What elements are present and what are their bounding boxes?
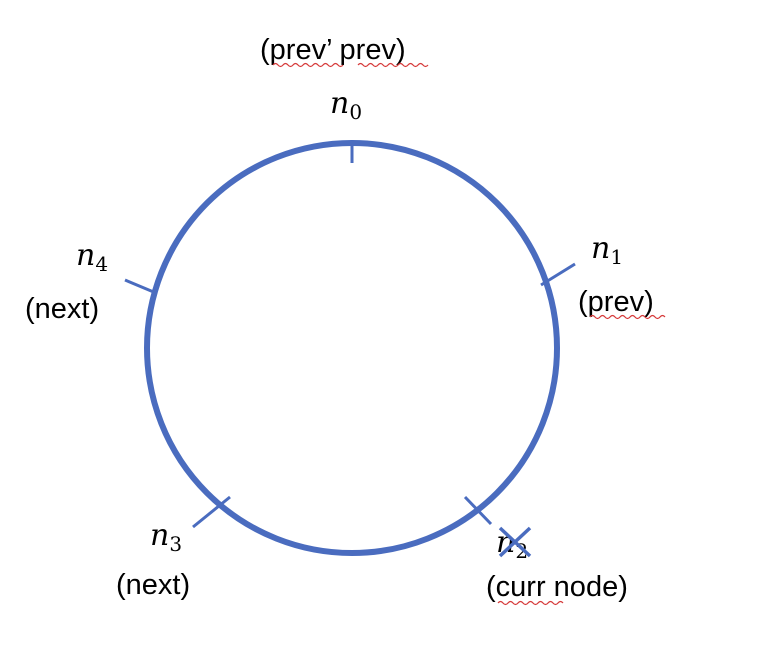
spellcheck-underline [272, 62, 344, 68]
tick-n2 [463, 495, 493, 526]
node-n1-annotation: (prev) [578, 286, 654, 318]
cross-out-mark [498, 526, 532, 558]
node-n2-annotation: (curr node) [486, 571, 628, 603]
node-n3: n3 (next) [116, 518, 190, 601]
ring [144, 140, 560, 556]
node-n4-math: n4 [76, 238, 108, 276]
node-n1-math: n1 [591, 231, 623, 269]
spellcheck-underline [497, 600, 564, 606]
node-n4-annotation: (next) [25, 293, 99, 325]
tick-n3 [192, 495, 231, 529]
tick-n4 [124, 278, 157, 295]
node-n3-math: n3 [150, 518, 182, 556]
node-n0-math: n0 [330, 86, 362, 124]
spellcheck-underline [357, 62, 429, 68]
spellcheck-underline [589, 314, 666, 320]
node-n2: n2 (curr node) [486, 525, 628, 606]
node-n4: n4 (next) [25, 238, 108, 325]
node-n3-annotation: (next) [116, 569, 190, 601]
node-n1: n1 (prev) [578, 231, 666, 320]
node-n0: n0 (prev’ prev) [260, 34, 429, 124]
tick-n1 [540, 262, 576, 287]
node-n0-annotation: (prev’ prev) [260, 34, 406, 66]
